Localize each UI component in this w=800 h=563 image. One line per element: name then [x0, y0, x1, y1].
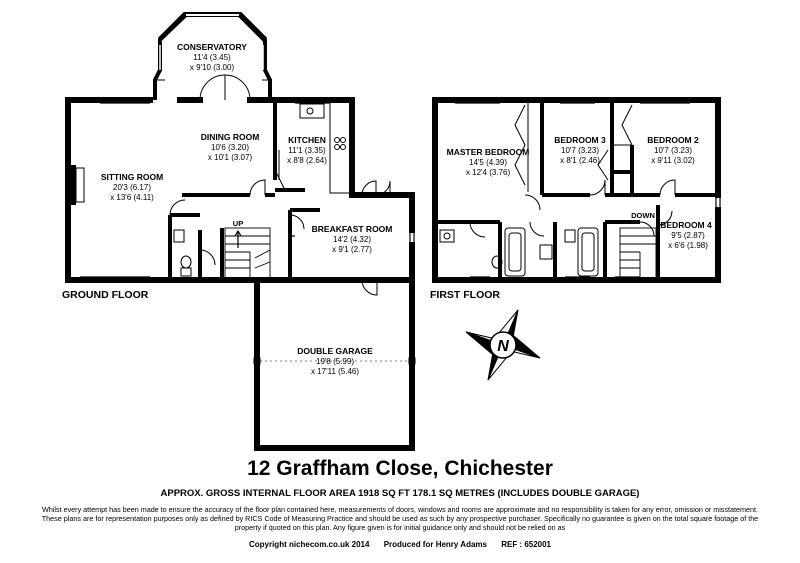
first-floor-windows: [455, 99, 721, 281]
bedroom-3-name: BEDROOM 3: [554, 135, 606, 145]
ground-wc: [173, 229, 192, 277]
conservatory-dim1: 11'4 (3.45): [193, 53, 231, 62]
ground-floor-internal-walls: [168, 100, 320, 280]
garage-name: DOUBLE GARAGE: [297, 346, 373, 356]
dining-room-name: DINING ROOM: [201, 132, 260, 142]
bedroom-4-dim2: x 6'6 (1.98): [668, 241, 708, 250]
bedroom-4-dim1: 9'5 (2.87): [671, 231, 705, 240]
conservatory-dim2: x 9'10 (3.00): [190, 63, 235, 72]
floor-area-summary: APPROX. GROSS INTERNAL FLOOR AREA 1918 S…: [160, 488, 640, 499]
credit-line: Copyright nichecom.co.uk 2014 Produced f…: [0, 540, 800, 549]
ground-floor-label: GROUND FLOOR: [62, 289, 149, 301]
fireplace: [68, 165, 76, 205]
first-floor-walls: [432, 97, 721, 283]
master-bedroom-dim1: 14'5 (4.39): [469, 158, 507, 167]
bathroom-fittings: [439, 227, 599, 277]
dining-room-dim1: 10'6 (3.20): [211, 143, 249, 152]
compass-north-label: N: [497, 338, 509, 355]
reference-text: REF : 652001: [501, 540, 552, 549]
master-bedroom-dim2: x 12'4 (3.76): [466, 168, 511, 177]
kitchen-dim2: x 8'8 (2.64): [287, 156, 327, 165]
disclaimer-text: Whilst every attempt has been made to en…: [41, 505, 759, 532]
kitchen-units: [278, 103, 349, 194]
kitchen-dim1: 11'1 (3.35): [288, 146, 326, 155]
floor-plan-drawing: CONSERVATORY 11'4 (3.45) x 9'10 (3.00) D…: [62, 12, 721, 451]
bedroom-2-dim1: 10'7 (3.23): [654, 146, 692, 155]
stairs-up-label: UP: [233, 219, 243, 228]
ground-stairs: [224, 227, 271, 279]
property-title: 12 Graffham Close, Chichester: [247, 457, 553, 480]
breakfast-room-dim2: x 9'1 (2.77): [332, 245, 372, 254]
bedroom-2-name: BEDROOM 2: [647, 135, 699, 145]
north-compass-icon: [465, 309, 541, 381]
sitting-room-dim1: 20'3 (6.17): [113, 183, 151, 192]
breakfast-room-name: BREAKFAST ROOM: [312, 224, 393, 234]
bedroom-3-dim1: 10'7 (3.23): [561, 146, 599, 155]
stairs-down-label: DOWN: [631, 211, 655, 220]
ground-floor-windows: [80, 99, 415, 281]
ground-floor-doors: [169, 74, 391, 296]
copyright-text: Copyright nichecom.co.uk 2014: [248, 540, 370, 549]
conservatory-walls: [153, 12, 272, 100]
kitchen-name: KITCHEN: [288, 135, 326, 145]
bedroom-2-dim2: x 9'11 (3.02): [651, 156, 695, 165]
first-floor-doors: [469, 179, 676, 238]
conservatory-name: CONSERVATORY: [177, 42, 247, 52]
first-stairs: [619, 227, 657, 279]
first-floor-label: FIRST FLOOR: [430, 289, 500, 301]
garage-dim2: x 17'11 (5.46): [311, 367, 359, 376]
dining-room-dim2: x 10'1 (3.07): [208, 153, 253, 162]
garage-door-markers: [253, 357, 416, 365]
produced-for-text: Produced for Henry Adams: [383, 540, 487, 549]
sitting-room-name: SITTING ROOM: [101, 172, 163, 182]
bedroom-4-name: BEDROOM 4: [660, 220, 712, 230]
wardrobes: [514, 103, 633, 196]
master-bedroom-name: MASTER BEDROOM: [447, 147, 530, 157]
breakfast-room-dim1: 14'2 (4.32): [333, 235, 371, 244]
bedroom-3-dim2: x 8'1 (2.46): [560, 156, 600, 165]
garage-dim1: 19'8 (5.99): [316, 357, 354, 366]
sitting-room-dim2: x 13'6 (4.11): [110, 193, 154, 202]
